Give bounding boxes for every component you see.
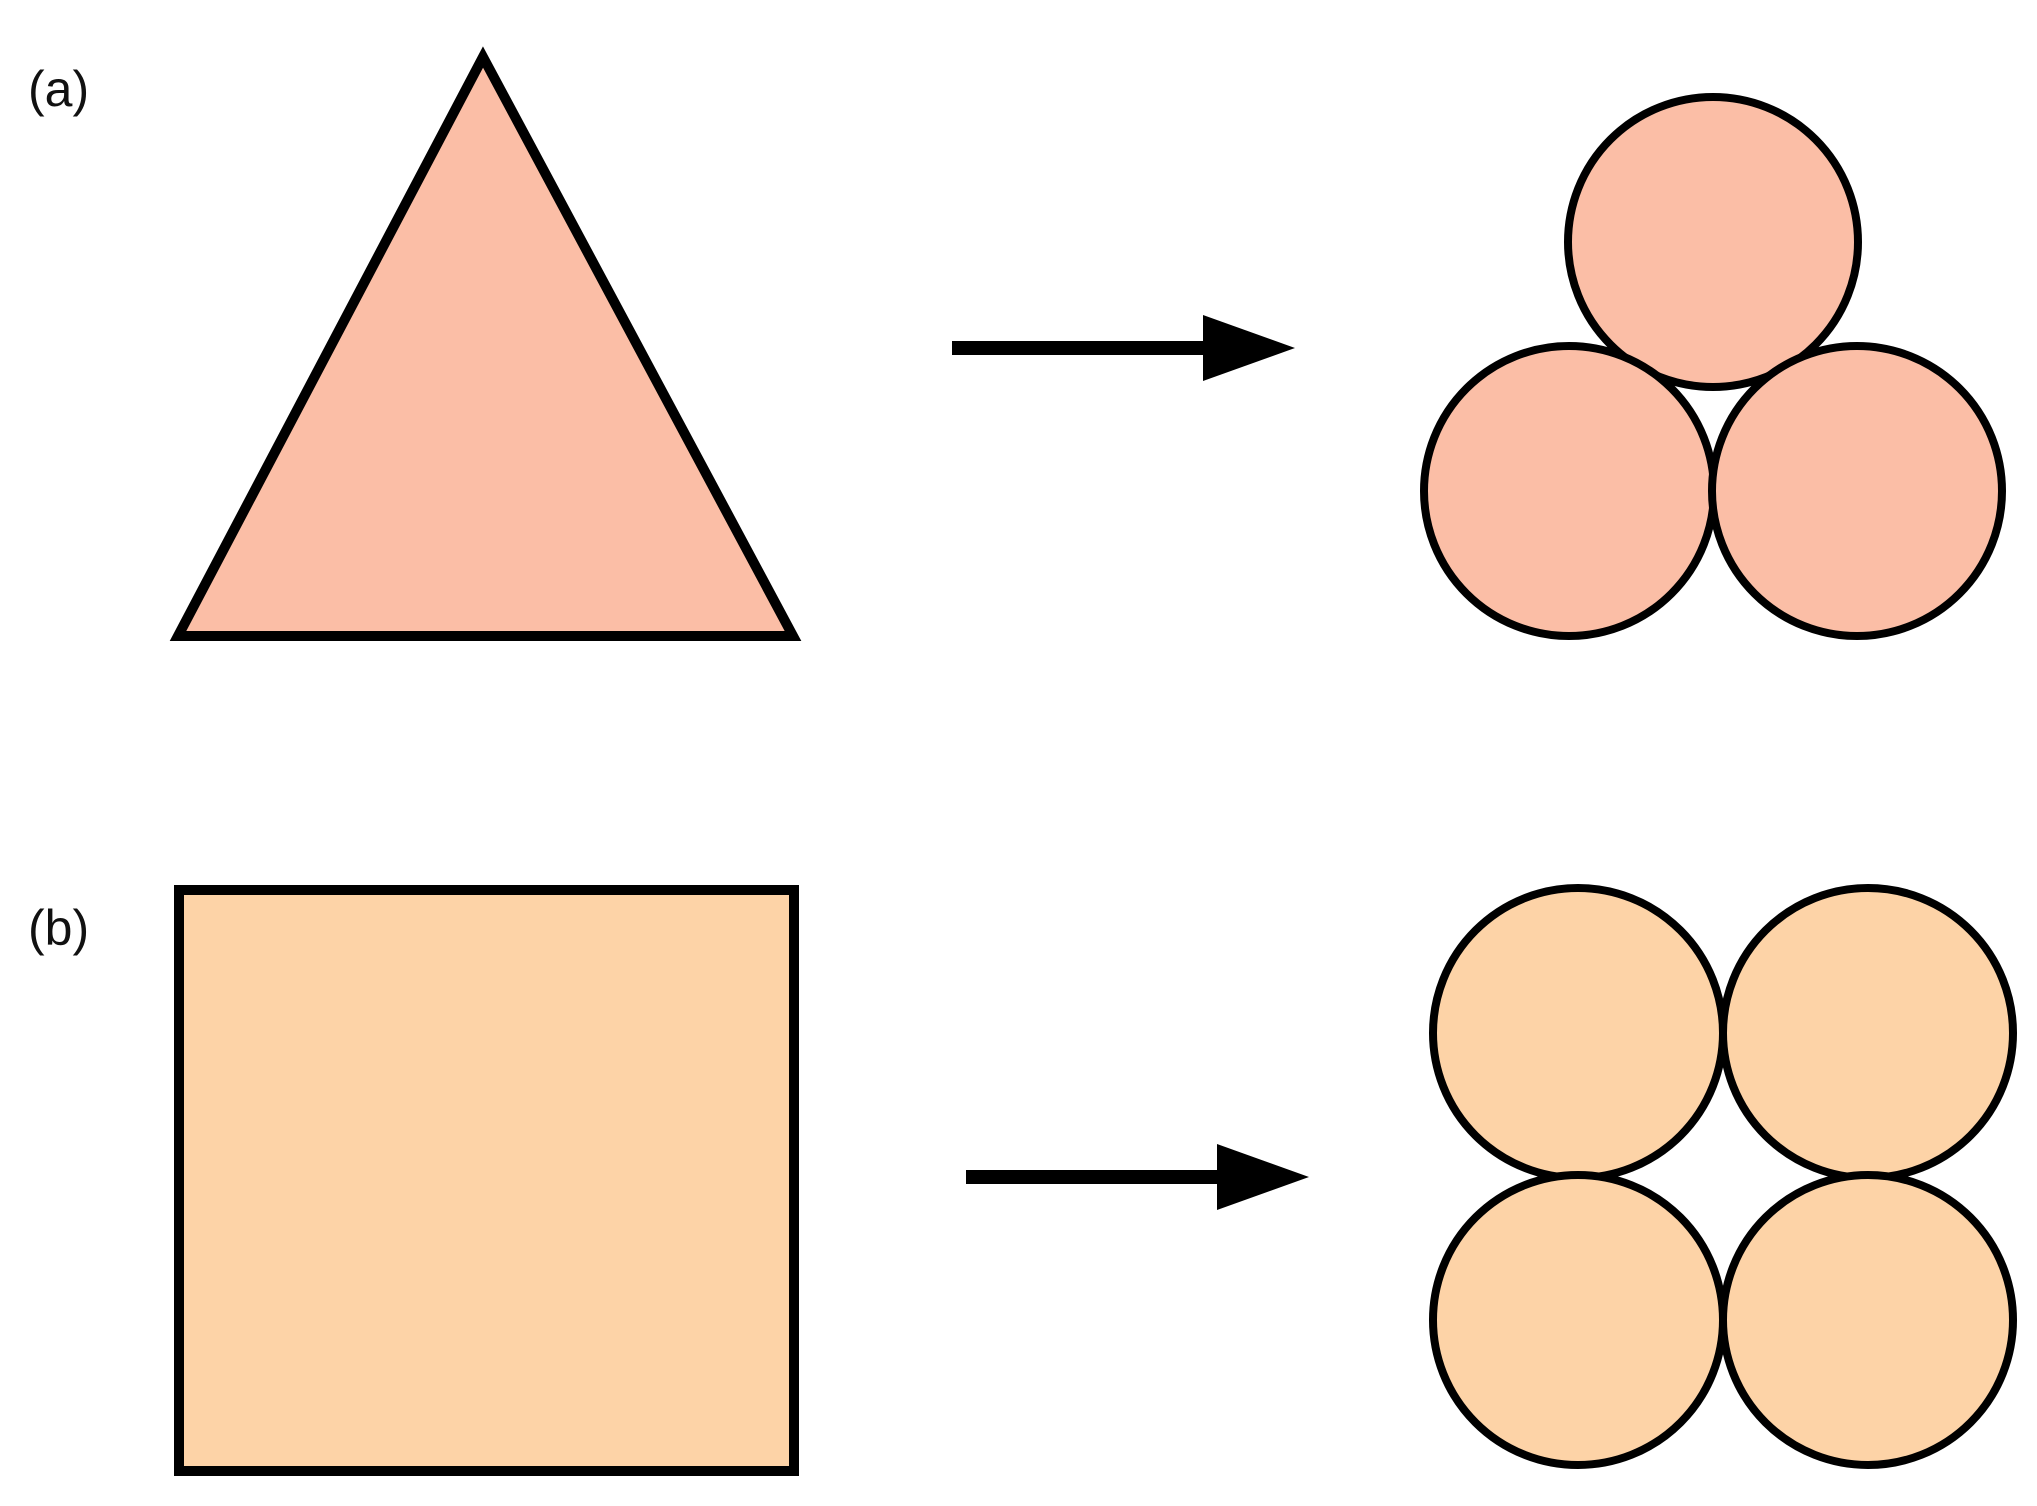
circle-a-bottom-right [1708,342,2006,640]
circle-a-bottom-left [1420,342,1718,640]
arrow-a [952,315,1295,381]
panel-a-label: (a) [28,61,89,117]
right-arrow-icon [1217,1144,1309,1210]
triangle-shape [169,46,802,641]
panel-b: (b) [28,884,2017,1476]
right-arrow-icon [1203,315,1295,381]
panel-a: (a) [28,46,2006,641]
panel-b-label: (b) [28,900,89,956]
circle-b-top-right [1719,884,2017,1182]
three-circles-group [1420,93,2006,640]
circle-a-top [1564,93,1862,391]
circle-b-bottom-right [1719,1171,2017,1469]
circle-b-bottom-left [1429,1171,1727,1469]
arrow-b [966,1144,1309,1210]
circle-b-top-left [1429,884,1727,1182]
square-shape [174,885,799,1476]
four-circles-group [1429,884,2017,1469]
